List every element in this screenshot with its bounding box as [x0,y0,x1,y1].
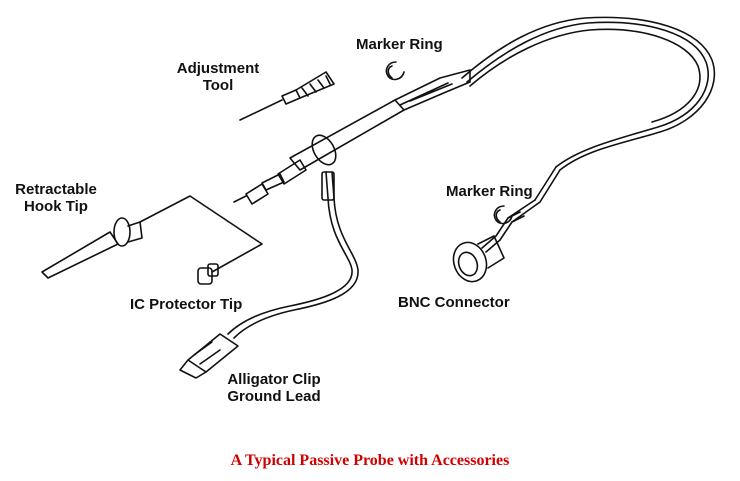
label-marker-ring-top: Marker Ring [356,36,443,53]
label-ic-protector-tip: IC Protector Tip [130,296,243,313]
ic-protector-tip [197,263,219,285]
label-adjustment-tool: Adjustment Tool [170,60,266,94]
tip-parts [233,183,269,205]
label-alligator-clip: Alligator Clip Ground Lead [218,371,330,405]
ground-lead [227,171,359,339]
marker-ring-top-shape [385,61,405,81]
label-alligator-clip-line2: Ground Lead [227,388,321,405]
label-marker-ring-right: Marker Ring [446,183,533,200]
bnc-connector [452,199,541,283]
leader-lines [139,195,263,273]
label-retractable-hook-tip-line1: Retractable [15,181,97,198]
marker-ring-right-shape [493,205,513,225]
label-adjustment-tool-line2: Tool [202,77,234,94]
label-retractable-hook-tip-line2: Hook Tip [24,198,88,215]
adjustment-tool [239,71,335,121]
alligator-clip [179,333,239,379]
figure-caption: A Typical Passive Probe with Accessories [230,452,510,469]
label-alligator-clip-line1: Alligator Clip [227,371,321,388]
probe-body [261,69,471,191]
label-bnc-connector: BNC Connector [398,294,510,311]
label-adjustment-tool-line1: Adjustment [176,60,260,77]
label-retractable-hook-tip: Retractable Hook Tip [8,181,104,215]
retractable-hook-tip [41,217,143,279]
probe-cable [461,16,716,203]
